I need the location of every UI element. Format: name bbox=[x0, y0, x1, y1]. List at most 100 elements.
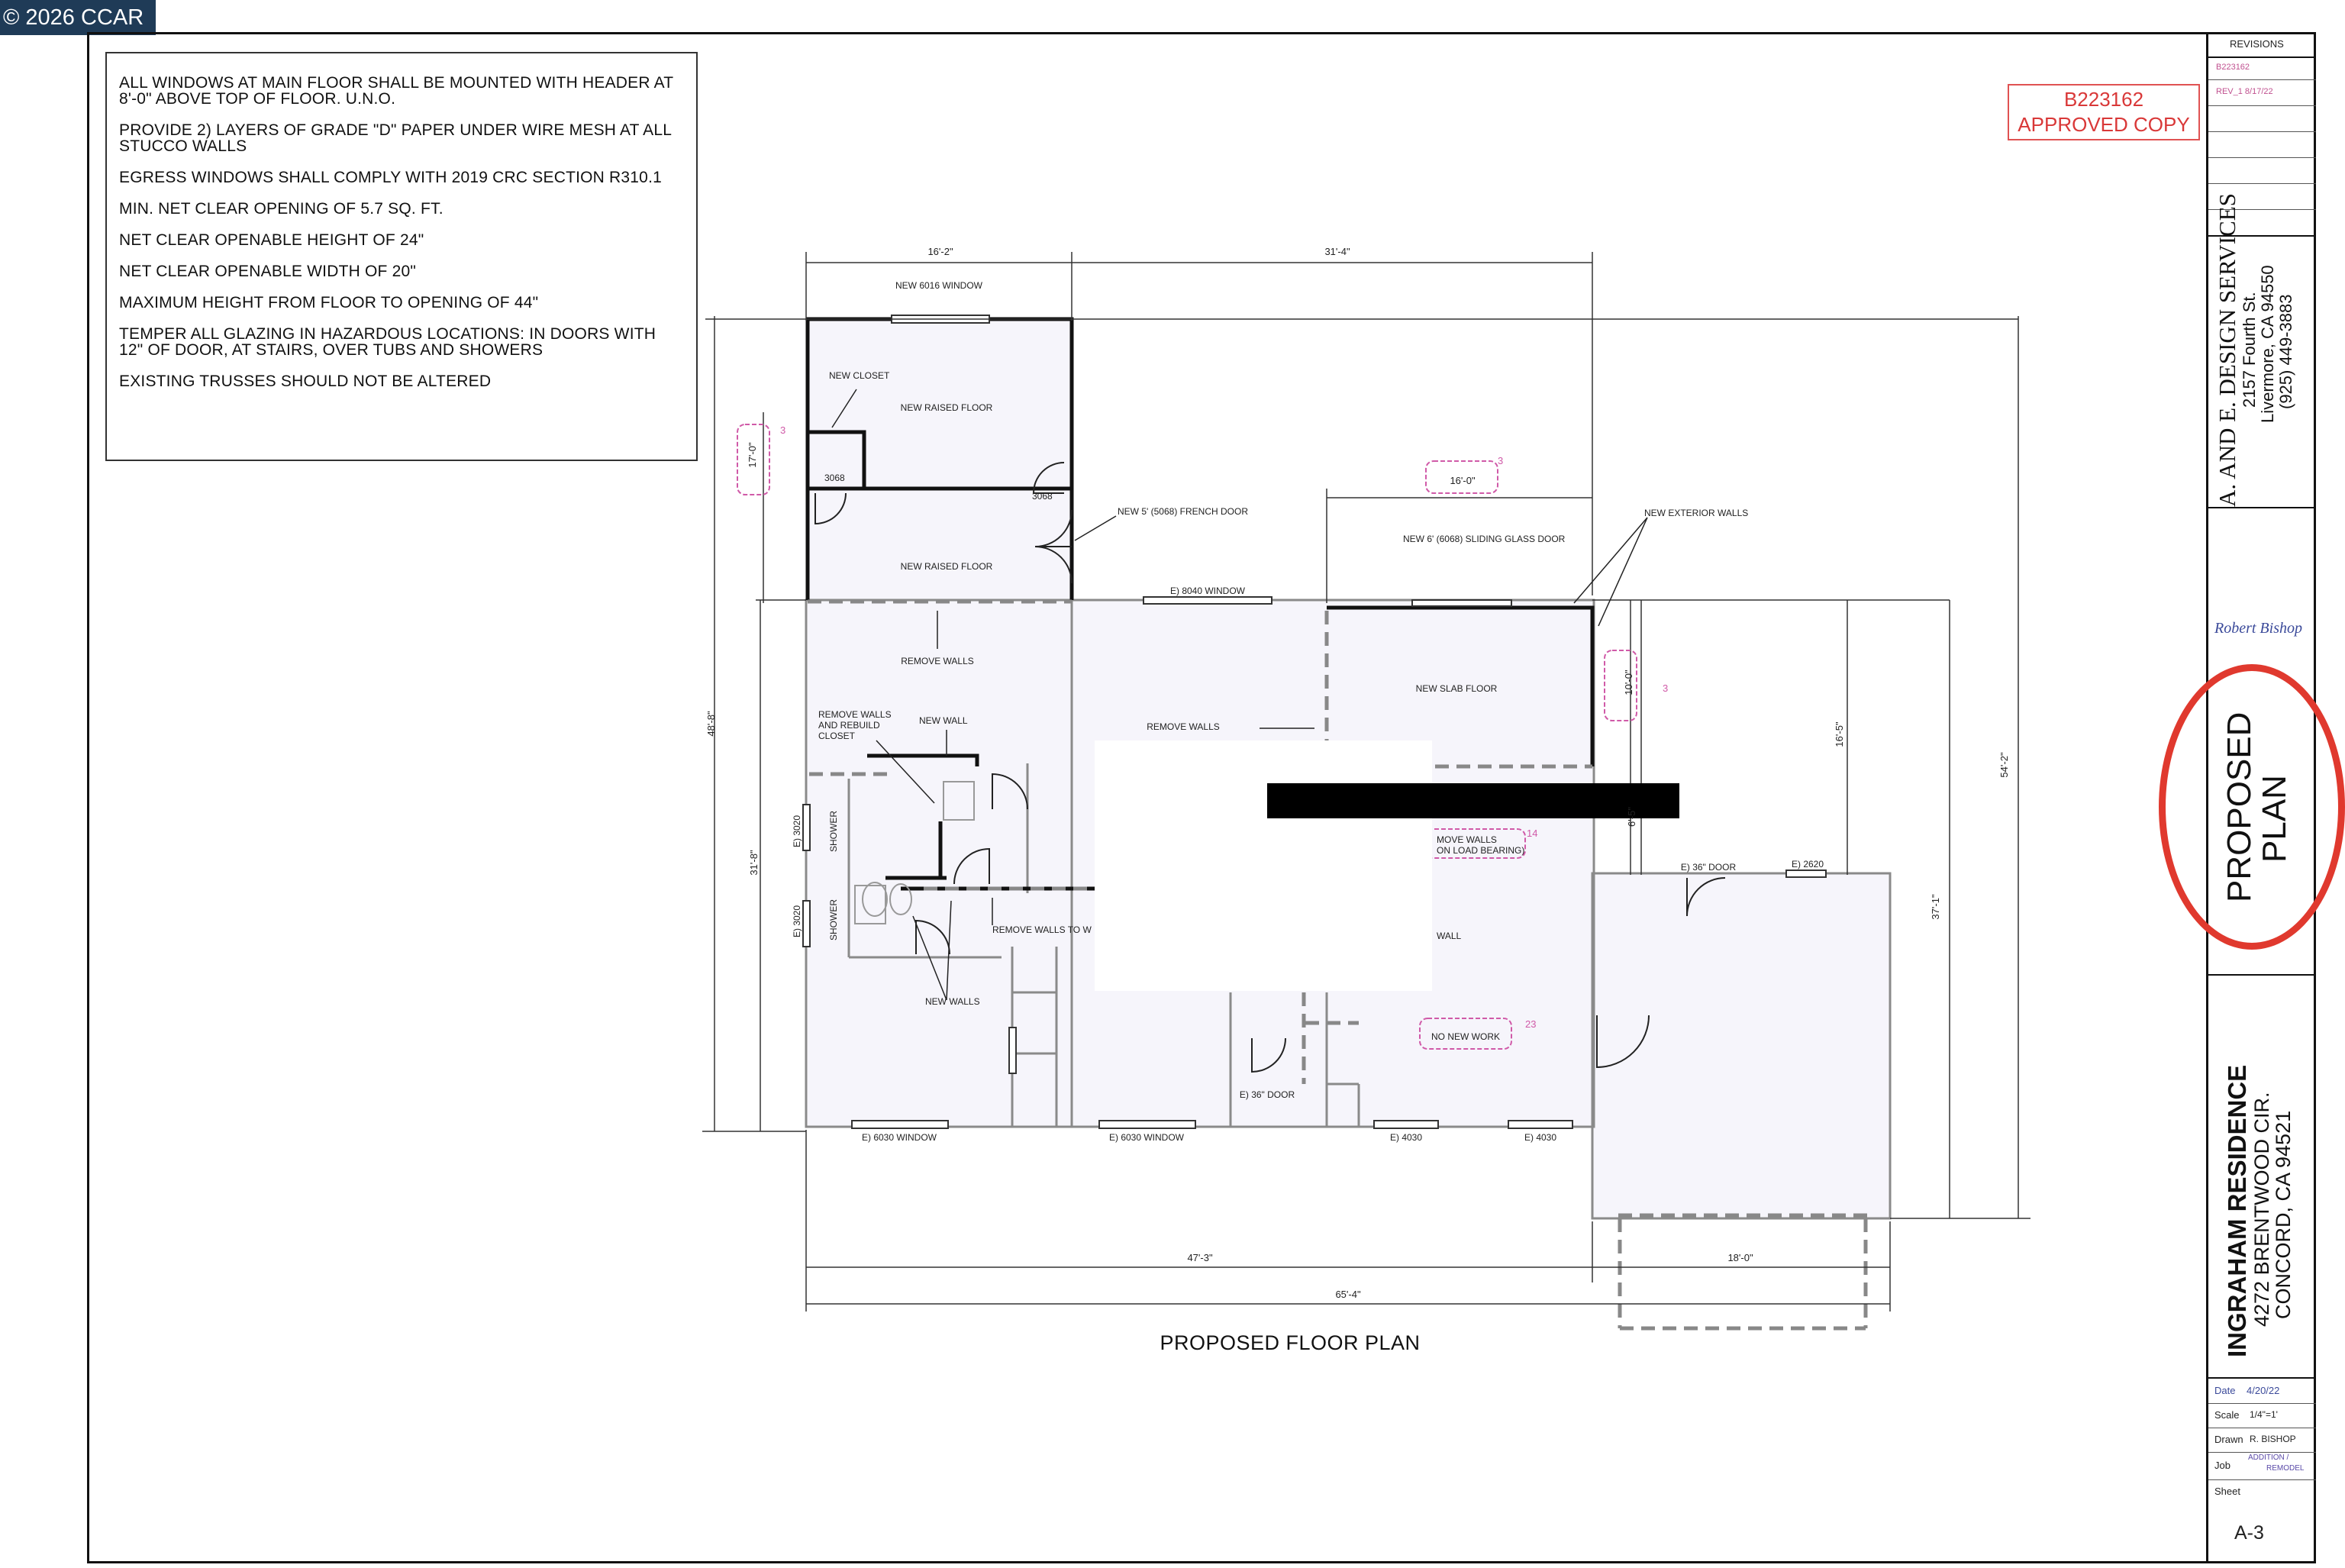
label-e-2620: E) 2620 bbox=[1792, 859, 1824, 869]
dim-bottom-65: 65'-4" bbox=[1335, 1289, 1361, 1300]
project-address-2: CONCORD, CA 94521 bbox=[2272, 1110, 2295, 1319]
label-new-slab-floor: NEW SLAB FLOOR bbox=[1416, 683, 1498, 694]
bathroom-fixtures bbox=[854, 781, 975, 924]
job-label: Job bbox=[2214, 1460, 2230, 1471]
dim-top-left: 16'-2" bbox=[927, 246, 953, 257]
note-9: EXISTING TRUSSES SHOULD NOT BE ALTERED bbox=[119, 373, 492, 390]
note-3: EGRESS WINDOWS SHALL COMPLY WITH 2019 CR… bbox=[119, 169, 662, 186]
label-no-new-work: NO NEW WORK bbox=[1431, 1031, 1500, 1042]
label-e-6030-window-b: E) 6030 WINDOW bbox=[1109, 1132, 1185, 1143]
label-door-3068-a: 3068 bbox=[824, 473, 845, 483]
label-remove-walls-to: REMOVE WALLS TO W bbox=[992, 924, 1092, 935]
label-new-wall: NEW WALL bbox=[919, 715, 968, 726]
dim-fiftyfour: 54'-2" bbox=[1998, 752, 2010, 778]
job-value-1: ADDITION / bbox=[2248, 1453, 2289, 1462]
label-e-6030-window-a: E) 6030 WINDOW bbox=[862, 1132, 937, 1143]
label-new-closet: NEW CLOSET bbox=[829, 370, 890, 381]
label-french-door: NEW 5' (5068) FRENCH DOOR bbox=[1118, 506, 1248, 517]
label-new-walls: NEW WALLS bbox=[925, 996, 980, 1007]
dim-top-right: 31'-4" bbox=[1324, 246, 1350, 257]
rev-tag-14: 14 bbox=[1527, 828, 1537, 839]
label-sliding-door: NEW 6' (6068) SLIDING GLASS DOOR bbox=[1403, 534, 1566, 544]
sheet-label: Sheet bbox=[2214, 1486, 2240, 1497]
scale-value: 1/4"=1' bbox=[2250, 1409, 2278, 1420]
dim-six: 6'-5" bbox=[1626, 807, 1637, 827]
date-value: 4/20/22 bbox=[2247, 1385, 2280, 1396]
rev-tag-3c: 3 bbox=[1663, 682, 1668, 694]
sheet-number: A-3 bbox=[2234, 1522, 2264, 1544]
firm-address-2: Livermore, CA 94550 bbox=[2258, 265, 2277, 423]
note-4: MIN. NET CLEAR OPENING OF 5.7 SQ. FT. bbox=[119, 200, 444, 218]
project-name: INGRAHAM RESIDENCE bbox=[2223, 1064, 2251, 1357]
label-remove-walls-2: REMOVE WALLS bbox=[1147, 721, 1220, 732]
drawn-label: Drawn bbox=[2214, 1434, 2243, 1445]
redaction-white bbox=[1095, 740, 1432, 991]
note-2: PROVIDE 2) LAYERS OF GRADE "D" PAPER UND… bbox=[119, 121, 672, 155]
signature: Robert Bishop bbox=[2214, 620, 2302, 637]
copyright-badge: © 2026 CCAR bbox=[0, 0, 156, 35]
firm-name: A. AND E. DESIGN SERVICES bbox=[2214, 193, 2240, 507]
label-remove-rebuild-1: REMOVE WALLS bbox=[818, 709, 892, 720]
firm-phone: (925) 449-3883 bbox=[2276, 294, 2295, 409]
label-wall: WALL bbox=[1437, 931, 1462, 941]
project-info: INGRAHAM RESIDENCE 4272 BRENTWOOD CIR. C… bbox=[2223, 1064, 2295, 1357]
rev-tag-3b: 3 bbox=[1498, 455, 1503, 466]
redaction-bar bbox=[1267, 783, 1679, 818]
label-e-36-door-a: E) 36" DOOR bbox=[1681, 862, 1737, 873]
project-address-1: 4272 BRENTWOOD CIR. bbox=[2250, 1092, 2273, 1327]
label-door-3068-b: 3068 bbox=[1032, 491, 1053, 502]
label-remove-walls-1: REMOVE WALLS bbox=[901, 656, 974, 666]
revisions-header: REVISIONS bbox=[2230, 38, 2284, 50]
stamp-text: APPROVED COPY bbox=[2018, 113, 2190, 136]
label-new-raised-floor-2: NEW RAISED FLOOR bbox=[901, 561, 993, 572]
note-8: TEMPER ALL GLAZING IN HAZARDOUS LOCATION… bbox=[119, 325, 656, 359]
note-1: ALL WINDOWS AT MAIN FLOOR SHALL BE MOUNT… bbox=[119, 74, 673, 108]
label-remove-rebuild-3: CLOSET bbox=[818, 731, 856, 741]
date-label: Date bbox=[2214, 1385, 2236, 1396]
rev-tag-3a: 3 bbox=[780, 424, 785, 436]
label-new-raised-floor-1: NEW RAISED FLOOR bbox=[901, 402, 993, 413]
label-new-exterior-walls: NEW EXTERIOR WALLS bbox=[1644, 508, 1748, 518]
label-remove-nlb-2: ON LOAD BEARING) bbox=[1437, 845, 1524, 856]
leader-lines bbox=[831, 389, 1648, 1001]
door-swings bbox=[814, 462, 1726, 1073]
approved-copy-stamp: B223162 APPROVED COPY bbox=[2008, 84, 2200, 140]
dim-sixteen-five: 16'-5" bbox=[1834, 721, 1845, 747]
dim-ten: 10'-0" bbox=[1623, 669, 1634, 695]
label-e-3020-a: E) 3020 bbox=[792, 815, 802, 847]
general-notes-box: ALL WINDOWS AT MAIN FLOOR SHALL BE MOUNT… bbox=[105, 52, 698, 461]
note-7: MAXIMUM HEIGHT FROM FLOOR TO OPENING OF … bbox=[119, 294, 539, 311]
label-new-6016-window: NEW 6016 WINDOW bbox=[895, 280, 983, 291]
dim-sixteen: 16'-0" bbox=[1450, 475, 1476, 486]
label-e-36-door-b: E) 36" DOOR bbox=[1240, 1089, 1295, 1100]
firm-address-1: 2157 Fourth St. bbox=[2240, 292, 2259, 408]
removed-walls bbox=[808, 599, 1868, 1331]
proposed-plan-highlight-oval bbox=[2159, 664, 2345, 950]
rev-tag-23: 23 bbox=[1525, 1018, 1536, 1030]
dim-left-lower: 31'-8" bbox=[748, 850, 760, 876]
label-remove-rebuild-2: AND REBUILD bbox=[818, 720, 880, 731]
job-value-2: REMODEL bbox=[2266, 1464, 2305, 1473]
label-e-3020-b: E) 3020 bbox=[792, 905, 802, 937]
drawn-value: R. BISHOP bbox=[2250, 1434, 2296, 1444]
label-e-4030-b: E) 4030 bbox=[1524, 1132, 1556, 1143]
firm-info: A. AND E. DESIGN SERVICES 2157 Fourth St… bbox=[2214, 193, 2295, 507]
dim-bottom-47: 47'-3" bbox=[1187, 1252, 1213, 1263]
revision-entry-2: REV_1 8/17/22 bbox=[2216, 87, 2273, 96]
label-e-8040-window: E) 8040 WINDOW bbox=[1170, 586, 1246, 596]
dim-left-overall: 48'-8" bbox=[705, 711, 717, 737]
dim-thirtyseven: 37'-1" bbox=[1930, 894, 1941, 920]
label-shower-1: SHOWER bbox=[828, 811, 839, 852]
dim-left-upper: 17'-0" bbox=[747, 442, 758, 468]
dimension-lines bbox=[702, 252, 2031, 1312]
revision-clouds bbox=[737, 424, 1637, 1050]
plan-title: PROPOSED FLOOR PLAN bbox=[1160, 1331, 1421, 1354]
room-fills bbox=[808, 319, 1889, 1218]
stamp-number: B223162 bbox=[2063, 88, 2144, 111]
note-6: NET CLEAR OPENABLE WIDTH OF 20" bbox=[119, 263, 417, 280]
label-e-4030-a: E) 4030 bbox=[1390, 1132, 1422, 1143]
revision-entry-1: B223162 bbox=[2216, 63, 2250, 72]
scale-label: Scale bbox=[2214, 1409, 2240, 1421]
note-5: NET CLEAR OPENABLE HEIGHT OF 24" bbox=[119, 231, 424, 249]
